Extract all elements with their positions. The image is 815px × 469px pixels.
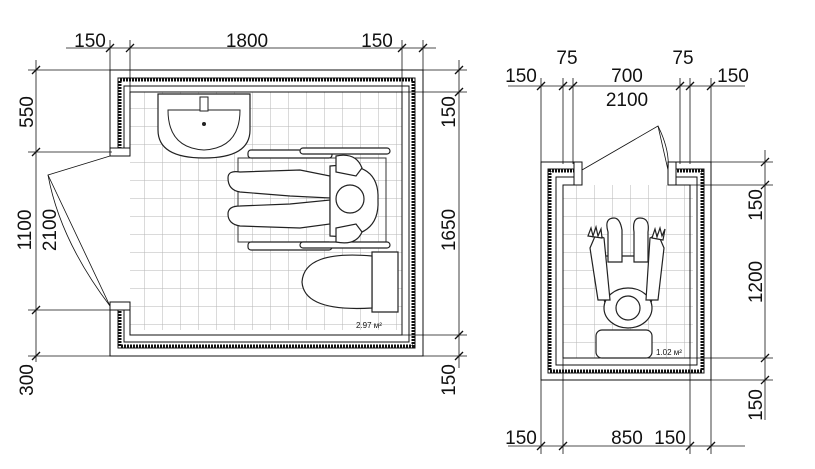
right-top-dim-1: 150 [505,66,537,87]
left-top-dim-2: 1800 [226,31,268,52]
right-door [581,125,669,171]
right-side-dim-3: 150 [746,389,767,421]
right-walls [540,161,712,381]
washbasin [157,93,251,159]
left-right-dim-2: 1650 [439,209,460,251]
right-top-dim-3: 700 [611,66,643,87]
right-area-label: 1.02 м² [656,348,682,357]
left-door [47,155,111,307]
right-bottom-dim-3: 150 [654,428,686,449]
left-side-dim-1: 550 [17,96,38,128]
left-right-dim-3: 150 [439,364,460,396]
right-top-dim-4: 75 [672,48,693,69]
left-right-dim-1: 150 [439,96,460,128]
left-side-dim-3: 300 [17,364,38,396]
right-side-dim-1: 150 [746,189,767,221]
left-bathroom-plan: 2.97 м² [15,31,467,396]
left-side-total: 2100 [40,209,61,251]
right-top-dim-2: 75 [556,48,577,69]
left-walls [109,69,424,357]
right-dimension-lines [508,78,773,454]
left-side-dim-2: 1100 [15,210,36,251]
right-side-dim-2: 1200 [746,261,767,303]
right-bottom-dim-2: 850 [611,428,643,449]
wheelchair-user-figure [227,147,391,251]
left-area-label: 2.97 м² [356,321,382,330]
toilet [301,251,399,313]
right-bathroom-plan: 1.02 м² [505,48,773,454]
left-top-dim-1: 150 [74,31,106,52]
left-dimension-lines [28,40,467,368]
right-bottom-dim-1: 150 [505,428,537,449]
left-top-dim-3: 150 [361,31,393,52]
right-wheelchair-user-figure [587,217,666,359]
right-top-dim-5: 150 [717,66,749,87]
right-top-total: 2100 [606,90,648,111]
